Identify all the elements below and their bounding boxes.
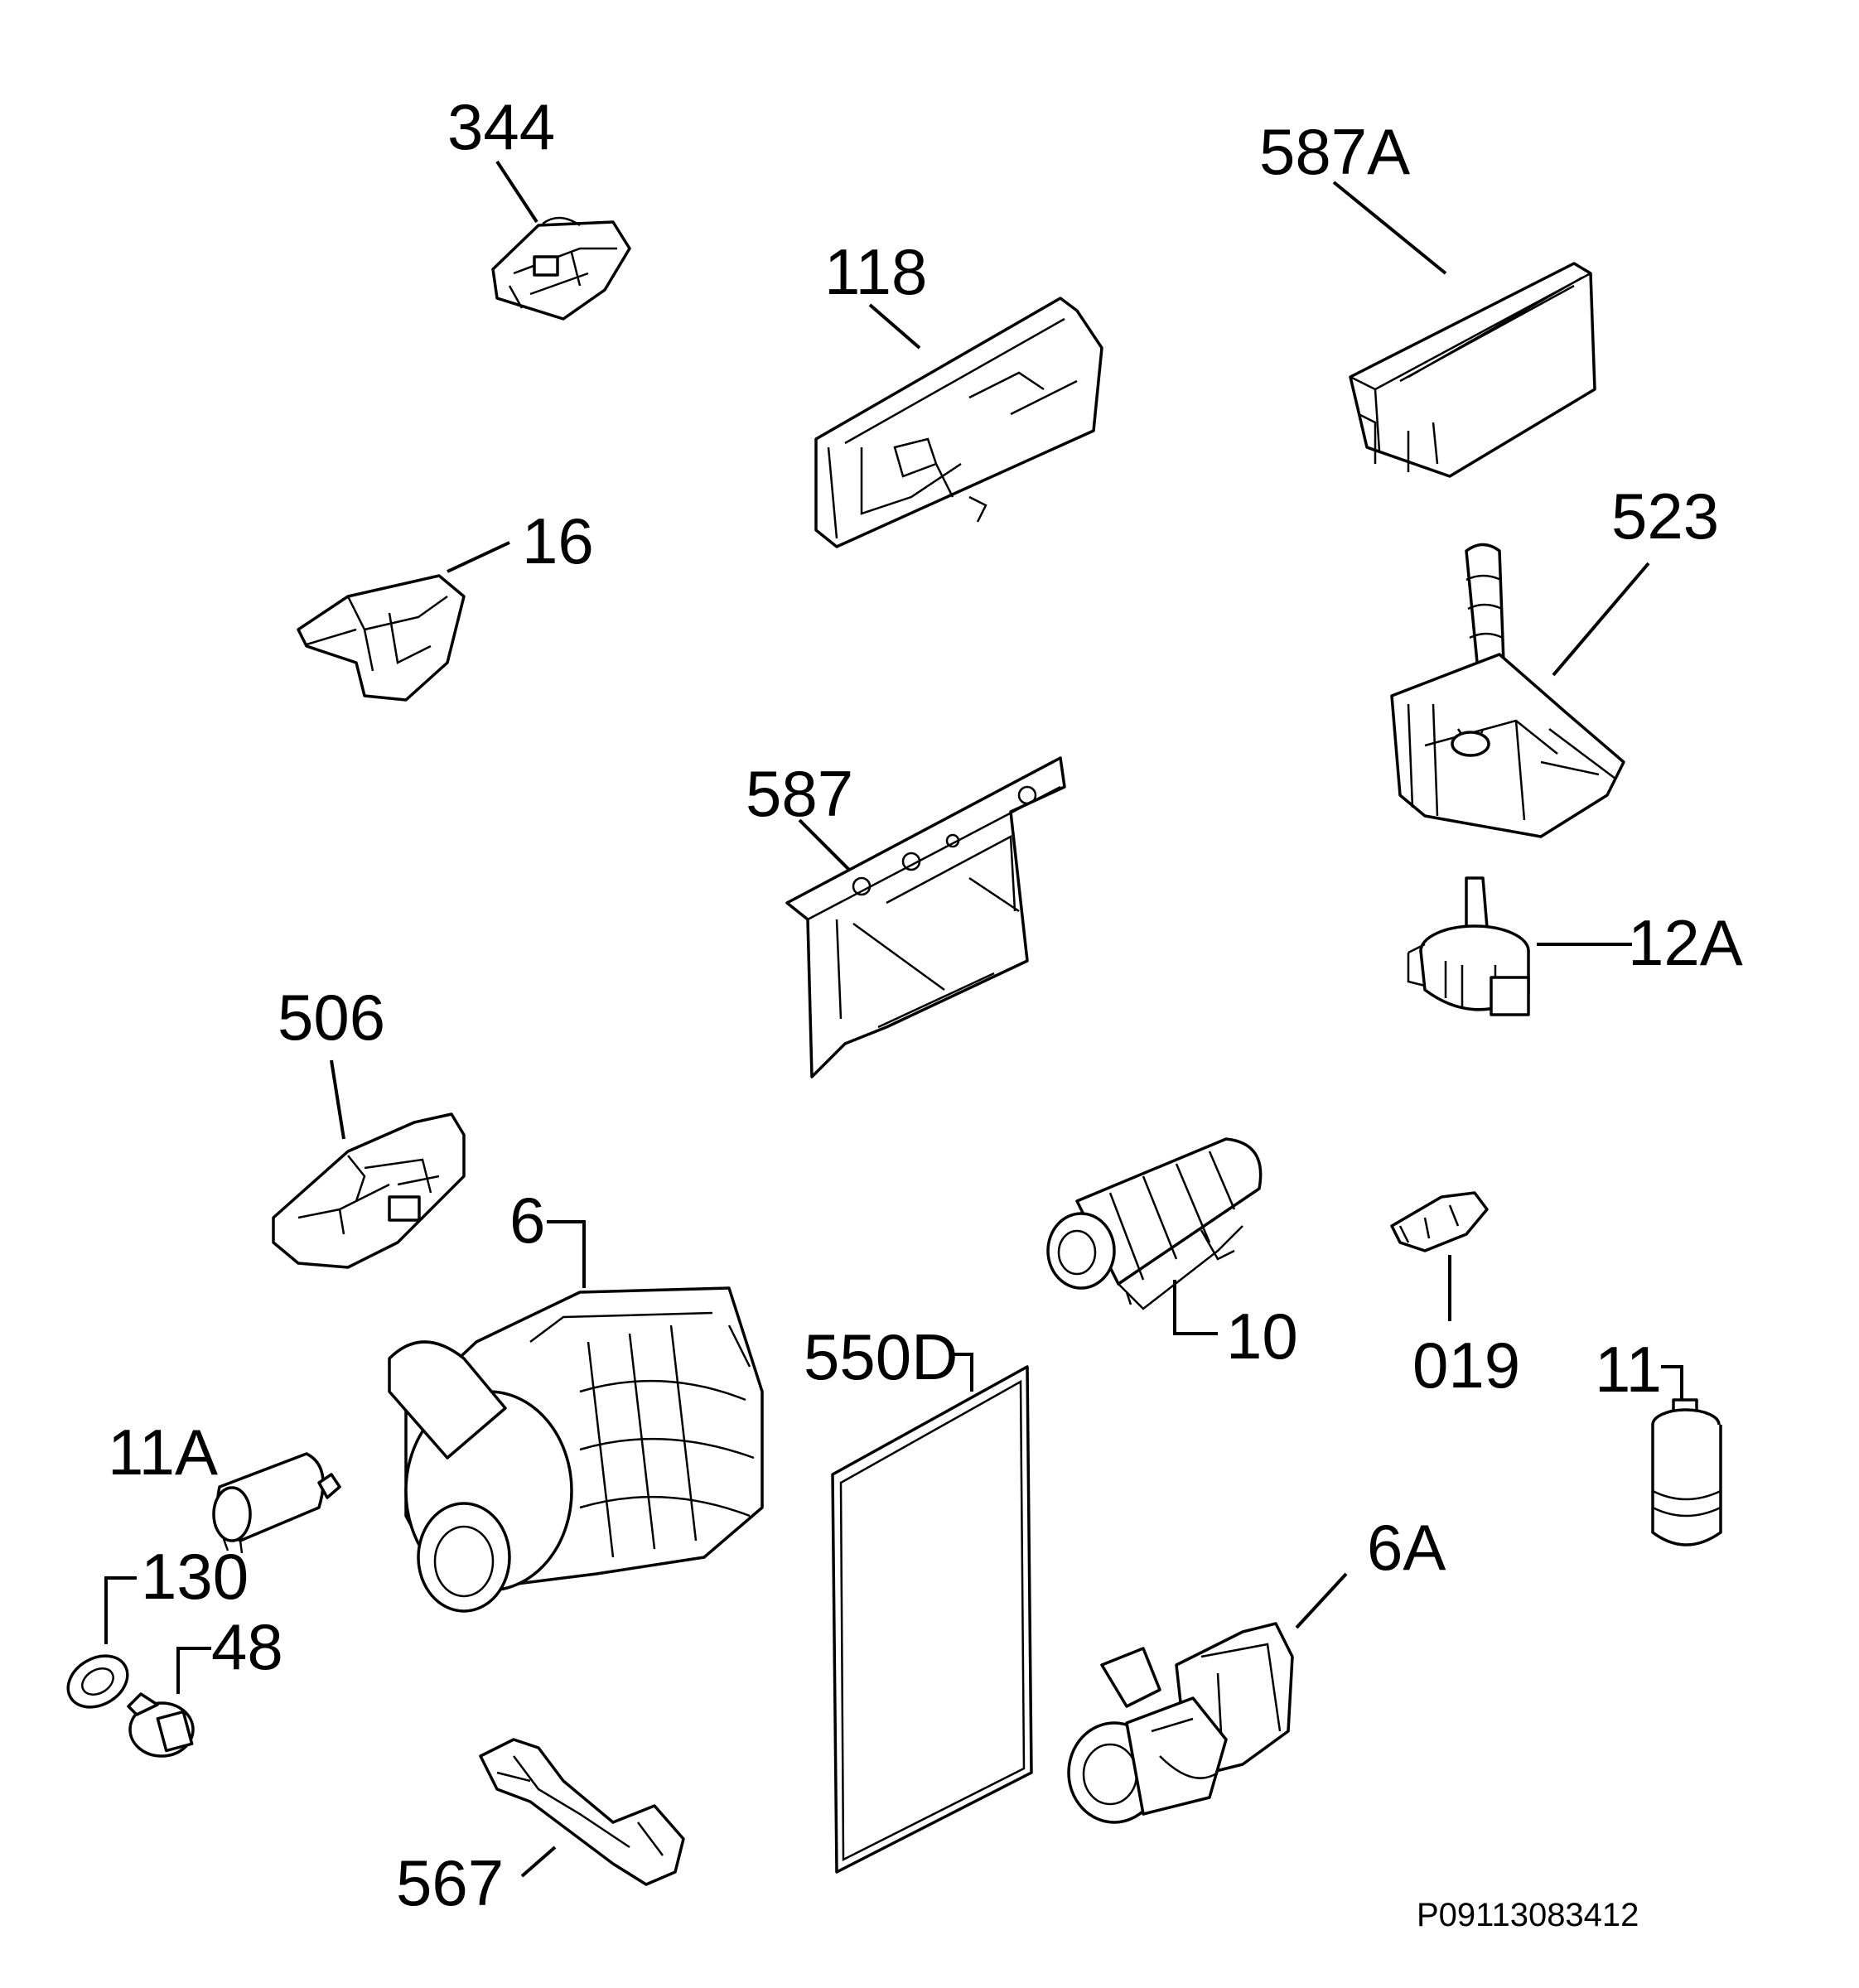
label-118: 118 bbox=[824, 235, 927, 308]
leader-523 bbox=[1552, 562, 1650, 677]
leader-344 bbox=[495, 160, 538, 224]
label-6A: 6A bbox=[1367, 1511, 1446, 1584]
part-48[interactable] bbox=[127, 1692, 195, 1758]
leader-506 bbox=[330, 1059, 345, 1140]
part-587[interactable] bbox=[785, 756, 1066, 1078]
part-523[interactable] bbox=[1390, 543, 1625, 838]
label-11: 11 bbox=[1595, 1333, 1662, 1406]
leader-130 bbox=[104, 1576, 137, 1644]
label-344: 344 bbox=[447, 90, 555, 163]
label-16: 16 bbox=[522, 504, 594, 577]
label-523: 523 bbox=[1611, 480, 1719, 552]
part-506[interactable] bbox=[272, 1112, 466, 1269]
part-587A[interactable] bbox=[1349, 262, 1596, 478]
label-550D: 550D bbox=[804, 1320, 958, 1393]
leader-550D bbox=[953, 1353, 973, 1392]
part-130[interactable] bbox=[59, 1646, 137, 1717]
label-130: 130 bbox=[141, 1540, 249, 1613]
part-344[interactable] bbox=[491, 216, 631, 321]
part-567[interactable] bbox=[479, 1738, 685, 1886]
leader-6 bbox=[547, 1220, 586, 1288]
part-118[interactable] bbox=[814, 297, 1103, 548]
part-6[interactable] bbox=[388, 1286, 764, 1613]
label-587A: 587A bbox=[1259, 115, 1410, 188]
leader-6A bbox=[1295, 1572, 1348, 1629]
leader-587A bbox=[1332, 181, 1447, 275]
label-11A: 11A bbox=[108, 1416, 218, 1489]
leader-567 bbox=[520, 1846, 557, 1878]
label-48: 48 bbox=[211, 1610, 283, 1683]
leader-16 bbox=[447, 541, 510, 573]
part-019[interactable] bbox=[1390, 1191, 1489, 1252]
part-11[interactable] bbox=[1651, 1398, 1722, 1546]
leader-48 bbox=[176, 1647, 211, 1694]
leader-118 bbox=[868, 303, 921, 350]
label-019: 019 bbox=[1412, 1329, 1520, 1402]
part-12A[interactable] bbox=[1407, 876, 1530, 1016]
part-11A[interactable] bbox=[212, 1452, 341, 1554]
label-6: 6 bbox=[509, 1184, 545, 1257]
leader-11 bbox=[1661, 1365, 1683, 1400]
leader-587 bbox=[798, 818, 851, 871]
part-550D[interactable] bbox=[831, 1365, 1033, 1874]
label-12A: 12A bbox=[1628, 906, 1743, 979]
part-6A[interactable] bbox=[1067, 1622, 1294, 1824]
label-587: 587 bbox=[746, 757, 853, 830]
leader-10 bbox=[1173, 1280, 1218, 1335]
label-10: 10 bbox=[1226, 1300, 1298, 1373]
part-10[interactable] bbox=[1046, 1137, 1263, 1310]
label-567: 567 bbox=[396, 1846, 504, 1919]
part-16[interactable] bbox=[297, 574, 466, 702]
label-506: 506 bbox=[278, 981, 385, 1054]
diagram-reference-code: P09113083412 bbox=[1417, 1897, 1639, 1933]
